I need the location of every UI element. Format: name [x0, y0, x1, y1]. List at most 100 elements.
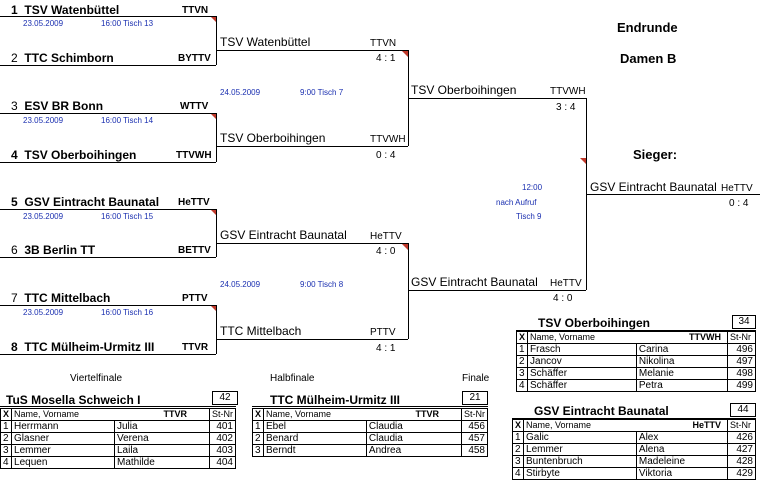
qf2-winner-assoc: TTVWH [370, 134, 406, 145]
sf1-winner-line [408, 98, 586, 99]
qf3-date: 23.05.2009 [23, 212, 64, 221]
label-viertelfinale: Viertelfinale [70, 373, 123, 384]
col-stnr: St-Nr [208, 408, 237, 421]
qf1-winner-line [216, 50, 408, 51]
entry-6-line [0, 257, 216, 258]
sf2-winner-name: GSV Eintracht Baunatal [411, 275, 538, 289]
sf2-date: 24.05.2009 [220, 280, 261, 289]
qf4-connector [216, 305, 217, 354]
entry-3-assoc: WTTV [180, 101, 209, 112]
qf4-date: 23.05.2009 [23, 308, 64, 317]
label-finale: Finale [462, 373, 490, 384]
title-endrunde: Endrunde [617, 20, 678, 35]
sf2-winner-line [408, 290, 586, 291]
qf3-winner-line [216, 243, 408, 244]
qf1-winner-name: TSV Watenbüttel [220, 35, 311, 49]
entry-5-line [0, 209, 216, 210]
qf1-date: 23.05.2009 [23, 19, 64, 28]
entry-4-name: 4 TSV Oberboihingen [11, 148, 137, 162]
qf2-date: 23.05.2009 [23, 116, 64, 125]
sf1-winner-name: TSV Oberboihingen [411, 83, 517, 97]
title-damen-b: Damen B [620, 51, 677, 66]
sieger-label: Sieger: [633, 147, 678, 162]
qf2-score: 0 : 4 [376, 150, 396, 161]
qf1-score: 4 : 1 [376, 53, 396, 64]
entry-3-flag [211, 114, 217, 120]
sf1-winner-assoc: TTVWH [550, 86, 586, 97]
sf2-winner-assoc: HeTTV [550, 278, 582, 289]
qf4-time-table: 16:00 Tisch 16 [101, 308, 154, 317]
roster-1-number: 42 [212, 391, 238, 405]
roster-4-team: GSV Eintracht Baunatal [534, 404, 669, 418]
entry-8-assoc: TTVR [182, 342, 209, 353]
entry-1-flag [211, 17, 217, 23]
entry-3-line [0, 113, 216, 114]
roster-1-topline [0, 406, 236, 407]
sf1-score: 3 : 4 [556, 102, 576, 113]
entry-5-assoc: HeTTV [178, 197, 210, 208]
qf2-connector [216, 113, 217, 162]
roster-3-topline [516, 330, 756, 331]
qf4-winner-name: TTC Mittelbach [220, 324, 302, 338]
final-call: nach Aufruf [496, 198, 537, 207]
roster-2-team: TTC Mülheim-Urmitz III [270, 393, 400, 407]
entry-7-flag [211, 306, 217, 312]
qf4-winner-assoc: PTTV [370, 327, 396, 338]
qf1-connector [216, 16, 217, 65]
roster-4-number: 44 [730, 403, 756, 417]
qf2-time-table: 16:00 Tisch 14 [101, 116, 154, 125]
final-score: 0 : 4 [729, 198, 749, 209]
roster-2-number: 21 [462, 391, 488, 405]
roster-3-team: TSV Oberboihingen [538, 316, 651, 330]
qf3-connector [216, 209, 217, 257]
entry-2-assoc: BYTTV [178, 53, 211, 64]
sf2-time-table: 9:00 Tisch 8 [300, 280, 344, 289]
qf3-time-table: 16:00 Tisch 15 [101, 212, 154, 221]
entry-8-name: 8 TTC Mülheim-Urmitz III [11, 340, 155, 354]
roster-3-number: 34 [732, 315, 756, 329]
entry-6-name: 6 3B Berlin TT [11, 243, 96, 257]
entry-8-line [0, 354, 216, 355]
roster-2-topline [252, 406, 488, 407]
final-time: 12:00 [522, 183, 543, 192]
roster-1-team: TuS Mosella Schweich I [6, 393, 141, 407]
qf1-winner-assoc: TTVN [370, 38, 397, 49]
entry-6-assoc: BETTV [178, 245, 211, 256]
sf2-score: 4 : 0 [553, 293, 573, 304]
entry-1-line [0, 16, 216, 17]
entry-4-assoc: TTVWH [176, 150, 212, 161]
qf3-winner-assoc: HeTTV [370, 231, 402, 242]
entry-7-name: 7 TTC Mittelbach [11, 291, 111, 305]
entry-5-name: 5 GSV Eintracht Baunatal [11, 195, 160, 209]
entry-1-name: 1 TSV Watenbüttel [11, 3, 120, 17]
qf3-winner-flag [402, 244, 408, 250]
entry-5-flag [211, 210, 217, 216]
qf2-winner-name: TSV Oberboihingen [220, 131, 326, 145]
sf1-time-table: 9:00 Tisch 7 [300, 88, 344, 97]
qf4-score: 4 : 1 [376, 343, 396, 354]
label-halbfinale: Halbfinale [270, 373, 315, 384]
entry-1-assoc: TTVN [182, 5, 209, 16]
col-x: X [0, 408, 13, 421]
